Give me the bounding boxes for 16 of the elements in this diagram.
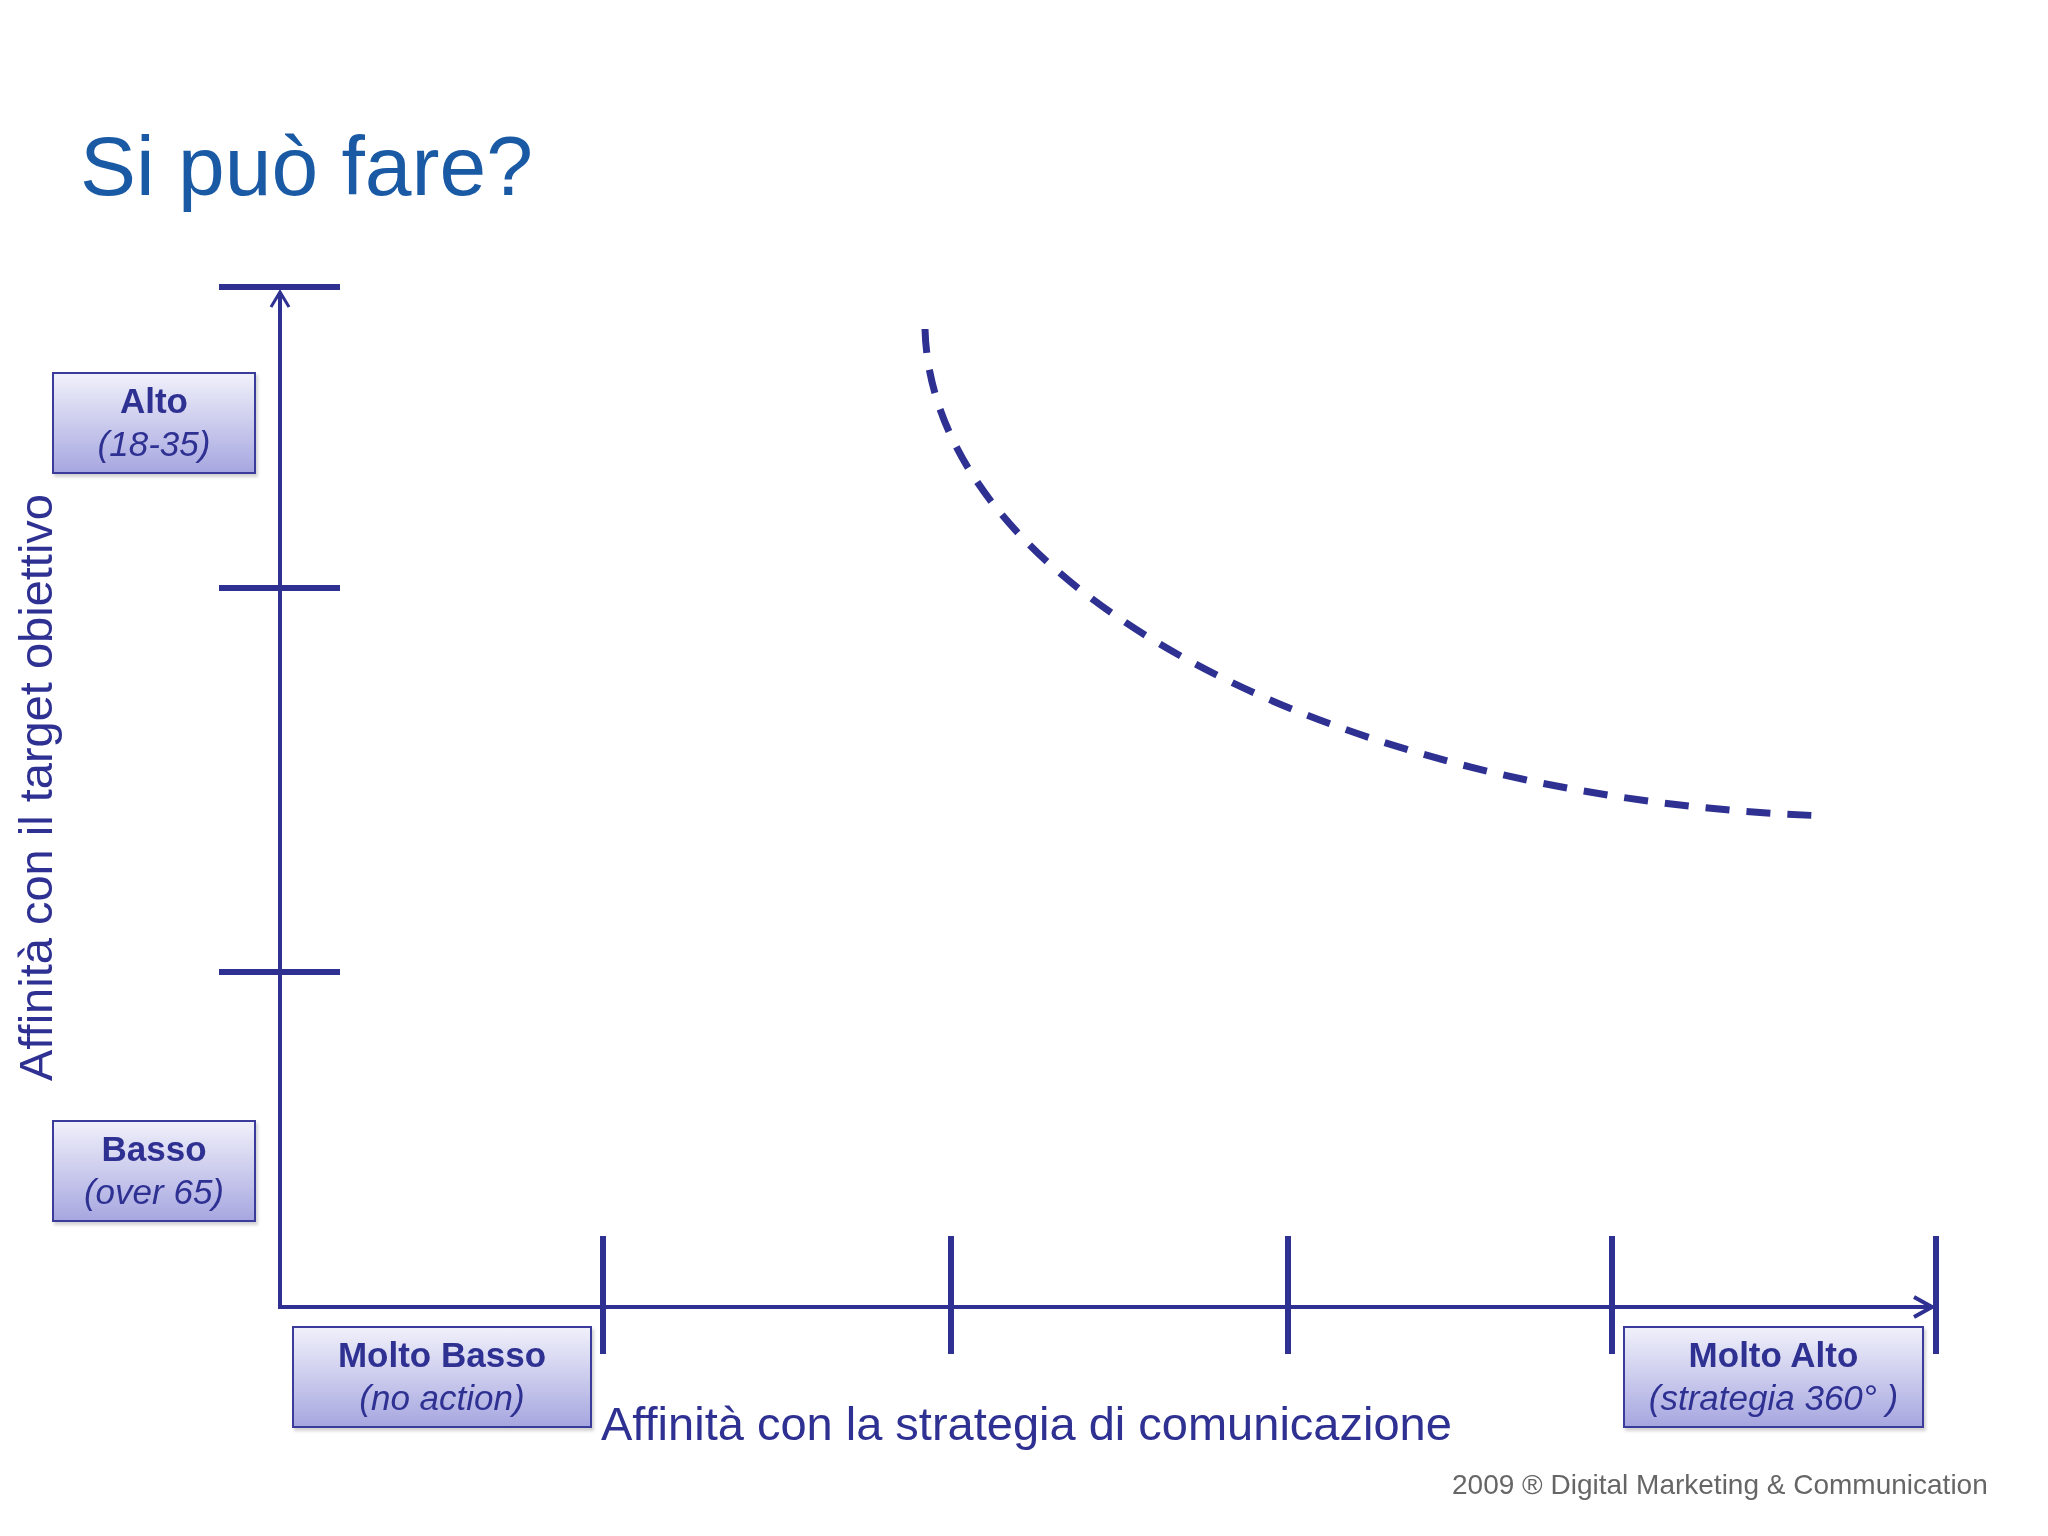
footer-text: 2009 ® Digital Marketing & Communication — [1452, 1470, 1988, 1501]
axis-title: Affinità con il target obiettivo — [10, 494, 62, 1081]
level-subtitle: (no action) — [359, 1377, 525, 1419]
level-subtitle: (over 65) — [83, 1171, 225, 1213]
level-title: Basso — [101, 1128, 207, 1171]
level-subtitle: (strategia 360° ) — [1648, 1377, 1899, 1419]
level-box — [1623, 1326, 1924, 1428]
level-subtitle: (18-35) — [97, 423, 211, 465]
level-box — [52, 1120, 256, 1222]
level-title: Molto Alto — [1688, 1334, 1859, 1377]
level-box — [52, 372, 256, 474]
level-box — [292, 1326, 592, 1428]
level-title: Molto Basso — [337, 1334, 547, 1377]
level-title: Alto — [119, 380, 188, 423]
axis-title: Affinità con la strategia di comunicazione — [601, 1398, 1452, 1450]
slide-title: Si può fare? — [80, 118, 533, 215]
